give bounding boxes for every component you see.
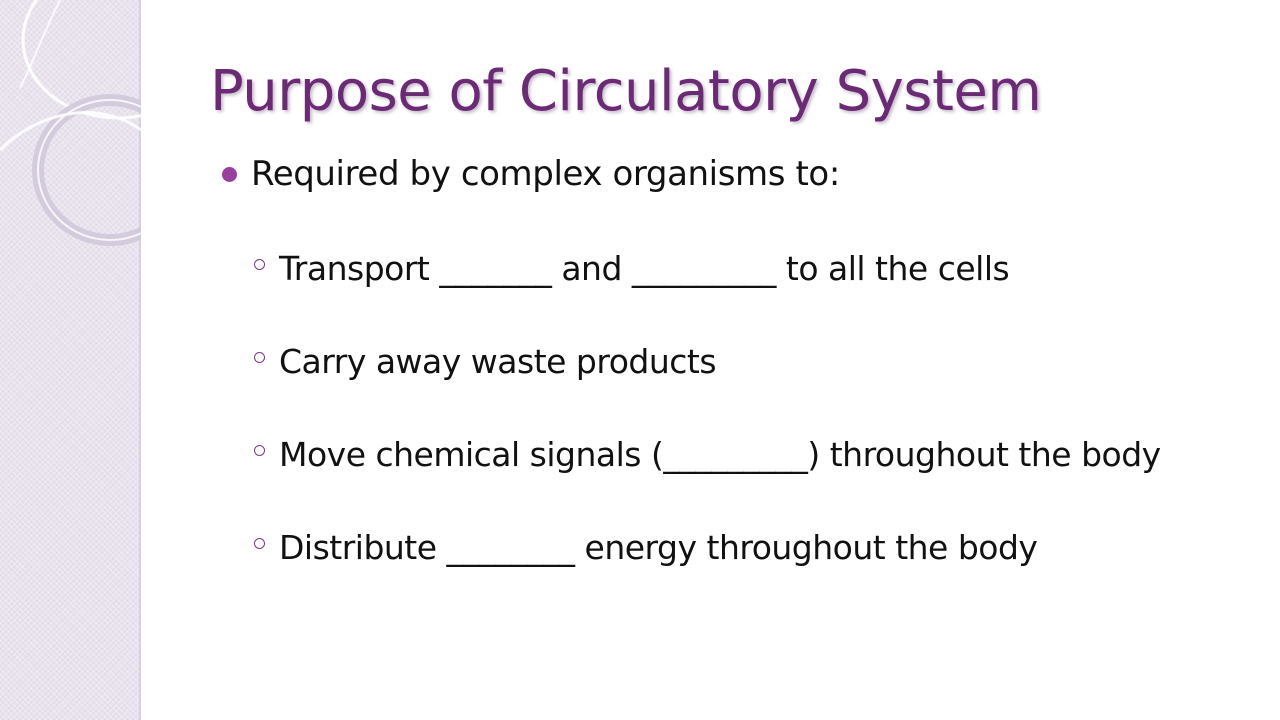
bullet-list: Required by complex organisms to: Transp… bbox=[222, 150, 1262, 616]
sub-bullet-text: Move chemical signals (_________) throug… bbox=[279, 434, 1161, 474]
sub-bullet-item: Move chemical signals (_________) throug… bbox=[254, 430, 1262, 478]
hollow-circle-bullet-icon bbox=[254, 351, 265, 363]
sub-bullet-text: Carry away waste products bbox=[279, 341, 717, 381]
decorative-side-panel bbox=[0, 0, 141, 720]
sub-bullet-item: Carry away waste products bbox=[254, 337, 1262, 385]
sub-bullet-item: Transport _______ and _________ to all t… bbox=[254, 244, 1262, 292]
hollow-circle-bullet-icon bbox=[254, 537, 265, 549]
sub-bullet-item: Distribute ________ energy throughout th… bbox=[254, 523, 1262, 571]
slide-title: Purpose of Circulatory System bbox=[210, 59, 1042, 124]
sub-bullet-text: Distribute ________ energy throughout th… bbox=[279, 527, 1038, 567]
hollow-circle-bullet-icon bbox=[254, 444, 265, 456]
sub-bullet-text: Transport _______ and _________ to all t… bbox=[279, 248, 1010, 288]
sub-bullet-list: Transport _______ and _________ to all t… bbox=[222, 244, 1262, 571]
hollow-circle-bullet-icon bbox=[254, 258, 265, 270]
decorative-swirl-graphic bbox=[0, 0, 141, 246]
bullet-dot-icon bbox=[222, 166, 237, 182]
main-bullet: Required by complex organisms to: bbox=[222, 150, 1262, 198]
main-bullet-text: Required by complex organisms to: bbox=[251, 154, 840, 194]
